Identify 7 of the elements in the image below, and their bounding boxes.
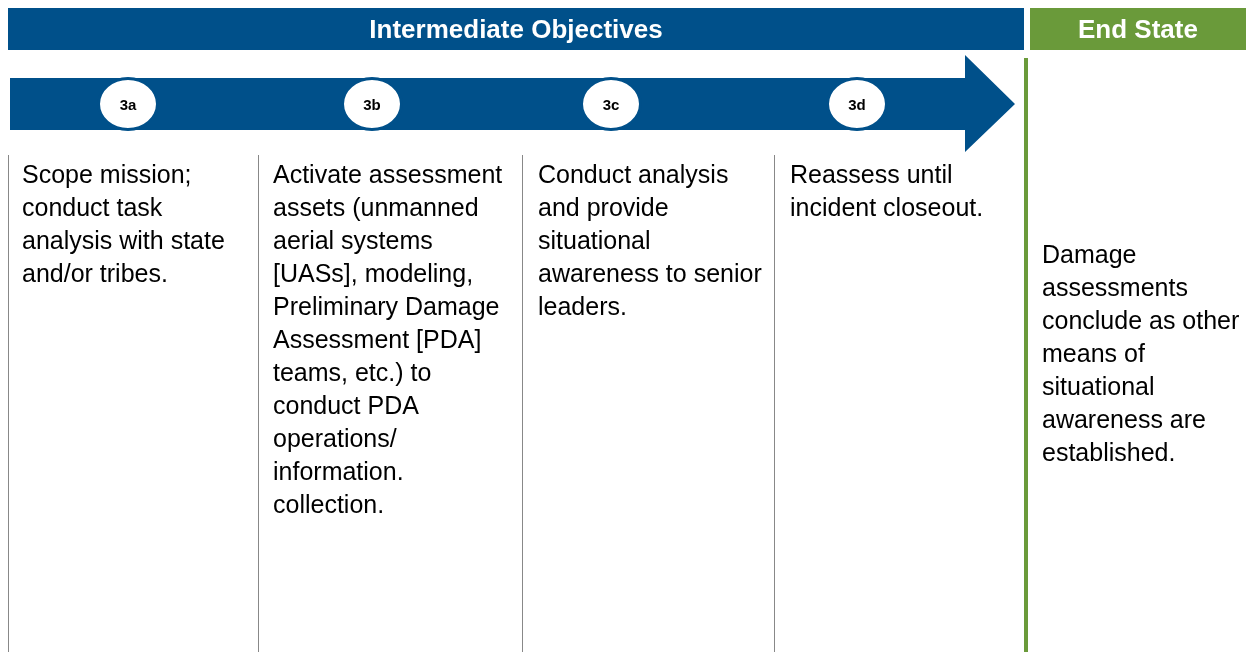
step-description: Scope mission; conduct task analysis with state and/or tribes. — [22, 159, 226, 289]
step-description: Conduct analysis and provide situational awareness to senior leaders. — [538, 159, 763, 322]
step-description: Reassess until incident closeout. — [790, 159, 985, 223]
end-state-text: Damage assessments conclude as other means of situational awareness are established. — [1042, 239, 1241, 468]
header-band: Intermediate Objectives — [8, 8, 1024, 50]
header-band: End State — [1030, 8, 1246, 50]
step-description: Activate assessment assets (unmanned aerial systems [UASs], modeling, Preliminary Damage Assessment [PDA] teams, etc.) to conduct PDA operations/ information. collection. — [273, 159, 504, 520]
